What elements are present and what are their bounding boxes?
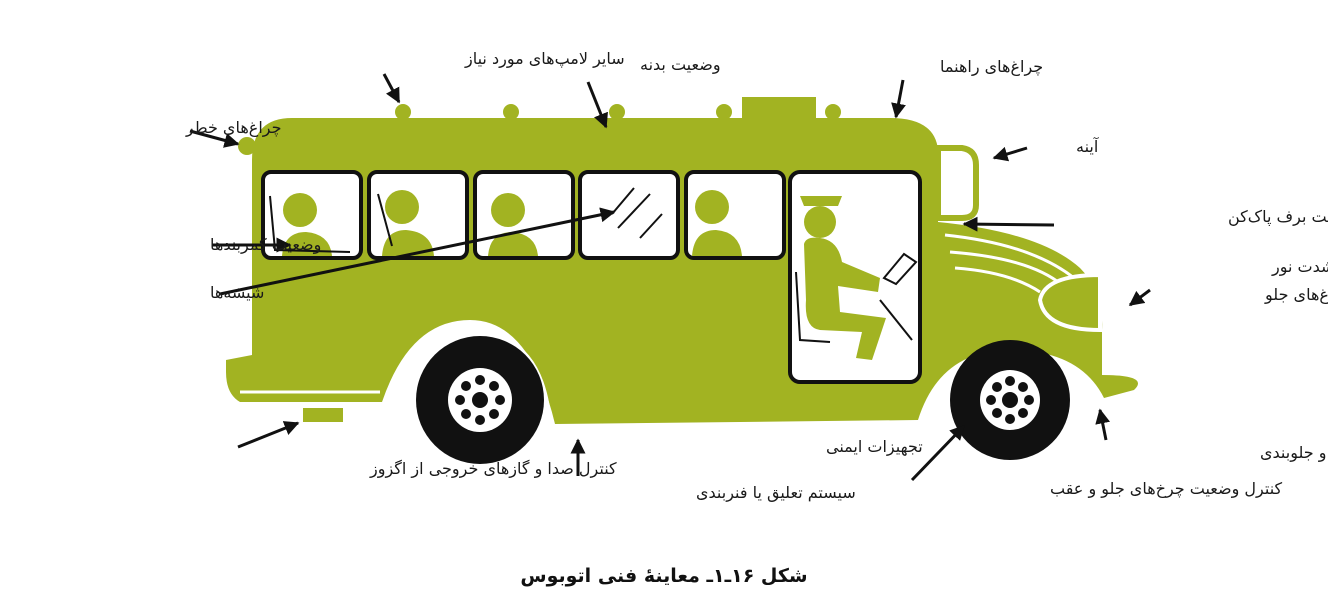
roof-lamp [609,104,625,120]
driver [795,196,918,360]
front-wheel [950,340,1070,460]
roof-lamp [716,104,732,120]
passenger [269,193,351,256]
mirror [935,145,979,221]
label-headlight-control: کنترل شدت نور [1271,257,1328,277]
label-other-lamps: سایر لامپ‌های مورد نیاز [464,49,625,69]
passenger [692,190,742,256]
arrow-wheels [910,424,966,482]
label-seatbelt-condition: وضعیت کمربندها [210,235,321,255]
figure-caption: شکل ۱۶ـ۱ـ معاینهٔ فنی اتوبوس [520,565,807,587]
arrow-mirror [992,146,1028,162]
callout-arrows [189,73,1151,482]
exhaust-pipe [303,408,343,422]
rear-arch [394,330,550,406]
arrow-body [586,81,608,129]
label-glass: شیشه‌ها [210,283,264,302]
arrow-hazard [189,129,240,148]
label-wheel-condition: کنترل وضعیت چرخ‌های جلو و عقب [1050,479,1283,499]
arrow-wiper [962,216,1055,232]
roof-lamp [825,104,841,120]
bus-illustration [226,97,1138,464]
arrow-turn-signals [891,79,906,119]
arrow-exhaust [237,421,300,449]
glass-shine [611,187,663,239]
arrow-other-lamps [382,73,401,104]
label-turn-signals: چراغ‌های راهنما [940,57,1043,77]
label-body-condition: وضعیت بدنه [640,55,721,75]
label-steering-play: لقی فرمان و جلوبندی [1260,443,1328,463]
hood-line [949,250,1063,287]
hazard-lamp [238,137,256,155]
passenger [488,193,538,256]
label-mirror: آینه [1076,137,1100,156]
hood-line [954,266,1041,294]
arrow-glass [219,207,616,296]
roof-lamp [395,104,411,120]
label-headlights: چراغ‌های جلو [1264,285,1328,305]
arrow-steering [1095,408,1111,441]
label-exhaust-control: کنترل صدا و گازهای خروجی از اگزوز [369,459,617,479]
label-safety-equipment: تجهیزات ایمنی [826,437,923,457]
label-hazard-lights: چراغ‌های خطر [185,118,281,138]
passenger [377,190,434,256]
callout-labels: چراغ‌های خطر سایر لامپ‌های مورد نیاز وضع… [185,49,1328,503]
headlight [1037,272,1102,333]
roof-lamp [503,104,519,120]
label-wiper-condition: وضعیت برف پاک‌کن [1228,207,1328,227]
rear-wheel [416,336,544,464]
arrow-headlight [1128,288,1151,307]
label-suspension: سیستم تعلیق یا فنربندی [696,483,856,503]
